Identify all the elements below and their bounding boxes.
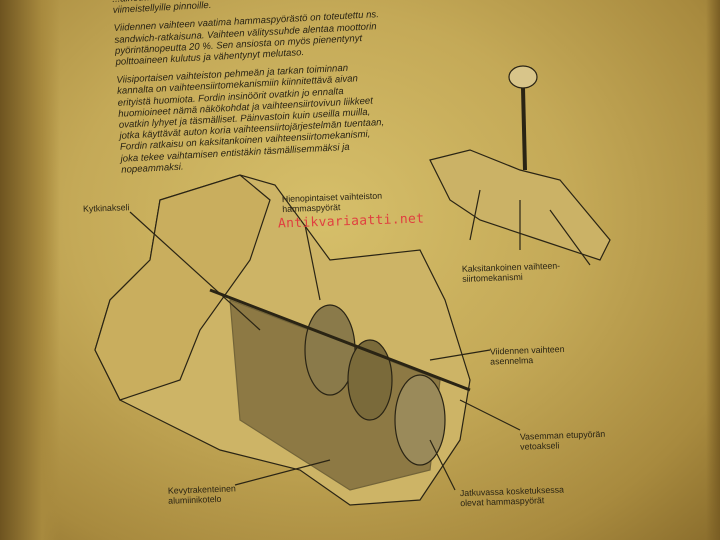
leader-line [234, 459, 331, 486]
leader-line [304, 224, 321, 301]
bell-housing [94, 174, 271, 401]
gear-stack [229, 299, 441, 491]
book-gutter [0, 0, 60, 540]
label-viidennen: Viidennen vaihteen asennelma [489, 343, 565, 367]
label-jatkuvassa: Jatkuvassa kosketuksessa olevat hammaspy… [459, 484, 565, 509]
label-kevytrakenteinen: Kevytrakenteinen alumiinikotelo [167, 483, 236, 506]
page-edge [706, 0, 720, 540]
gear-knob [508, 65, 538, 89]
label-kytkinakseli: Kytkinakseli [82, 202, 130, 214]
label-kaksitankoinen: Kaksitankoinen vaihteen-siirtomekanismi [461, 260, 561, 284]
leader-line [459, 399, 521, 431]
label-hienopintaiset: Hienopintaiset vaihteiston hammaspyörät [281, 190, 383, 215]
leader-line [429, 349, 491, 361]
leader-line [429, 439, 456, 491]
leader-line [129, 211, 261, 331]
label-vasemman: Vasemman etupyörän vetoakseli [519, 428, 606, 452]
